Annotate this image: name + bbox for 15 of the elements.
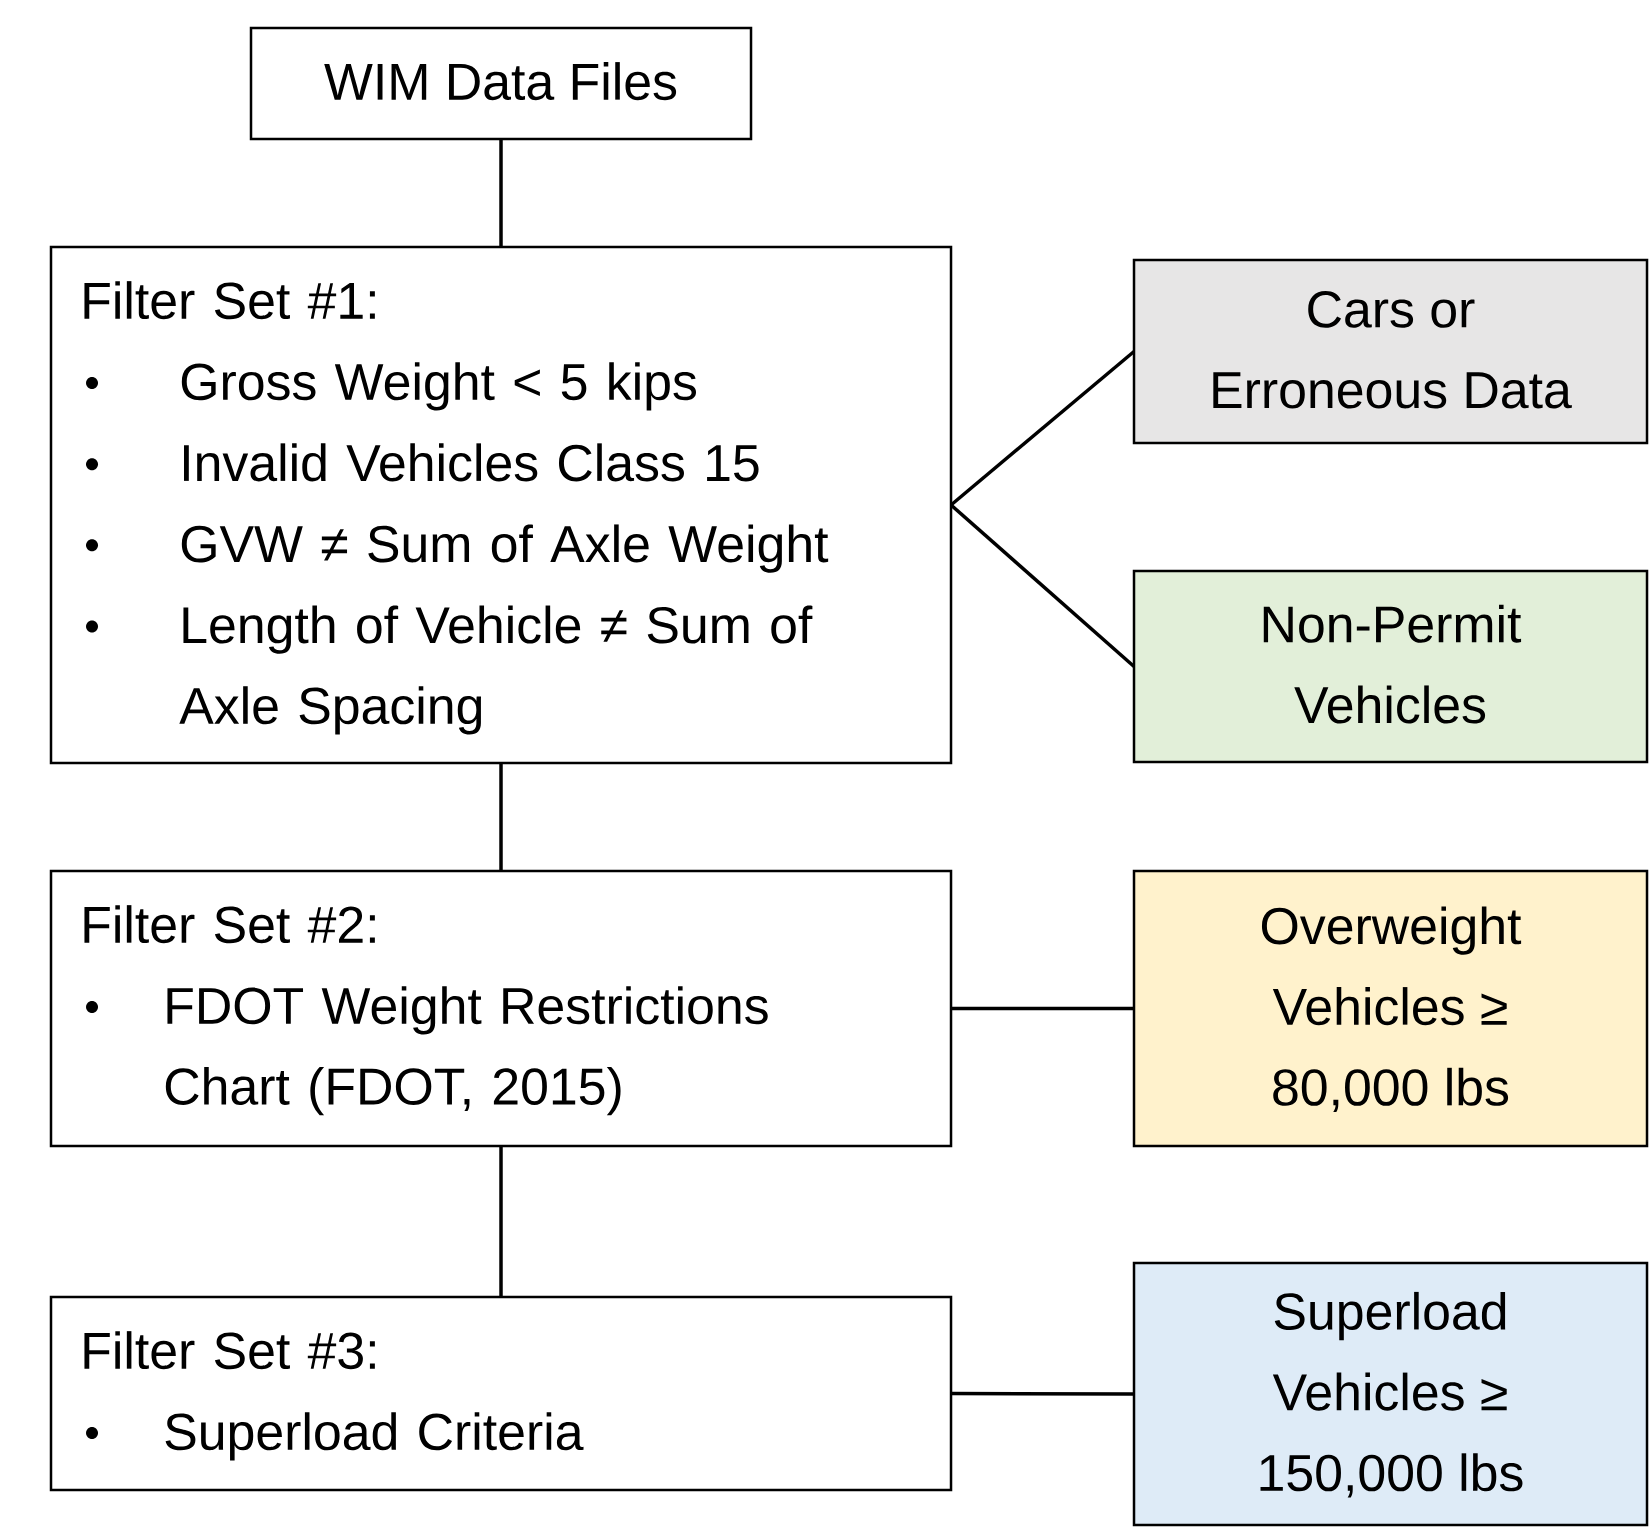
connector-line — [499, 763, 503, 871]
result-box: Superload Vehicles ≥ 150,000 lbs — [1132, 1261, 1649, 1527]
result-box: Cars or Erroneous Data — [1132, 258, 1649, 445]
connector-line — [951, 1391, 1134, 1396]
connector-line — [499, 139, 503, 247]
filter-box: Filter Set #1: Gross Weight < 5 kips Invalid Vehicles Class 15 GVW ≠ Sum of Axle Weight Length of Vehicle ≠ Sum of Axle Spacing — [49, 245, 953, 765]
filter-box: Filter Set #3: Superload Criteria — [49, 1295, 953, 1492]
result-box: Non-Permit Vehicles — [1132, 569, 1649, 764]
result-box: Overweight Vehicles ≥ 80,000 lbs — [1132, 869, 1649, 1148]
connector-line — [499, 1146, 503, 1297]
connector-line — [949, 350, 1136, 507]
connector-line — [951, 1006, 1134, 1011]
source-box: WIM Data Files — [249, 26, 753, 141]
connector-line — [949, 503, 1136, 668]
filter-box: Filter Set #2: FDOT Weight Restrictions Chart (FDOT, 2015) — [49, 869, 953, 1148]
